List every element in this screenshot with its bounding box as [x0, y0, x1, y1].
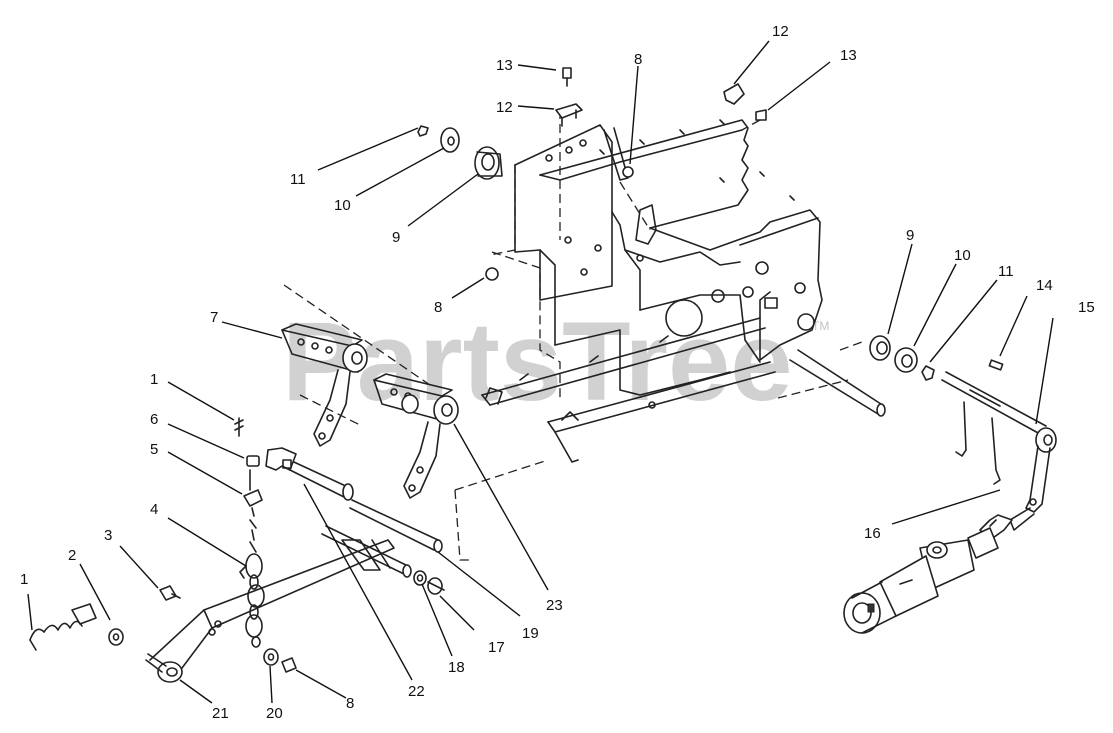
bolt-3 — [159, 585, 177, 601]
callout-13: 13 — [840, 47, 857, 64]
screw-13-top — [562, 67, 572, 79]
e-ring-11 — [417, 125, 429, 137]
nut-8-mid — [485, 267, 499, 281]
left-small-parts — [29, 417, 297, 673]
clevis-5 — [243, 489, 263, 507]
callout-20: 20 — [266, 705, 283, 722]
washer-left — [108, 628, 124, 646]
pivot-tube-22 — [265, 447, 354, 501]
pin-14 — [988, 359, 1004, 371]
top-left-hardware — [417, 67, 767, 281]
clip-12-right — [723, 83, 745, 105]
callout-9: 9 — [392, 229, 400, 246]
bushing-9-right — [869, 335, 891, 361]
lift-lever-21 — [145, 539, 395, 683]
washer-10-right — [894, 347, 918, 373]
callout-17: 17 — [488, 639, 505, 656]
callout-21: 21 — [212, 705, 229, 722]
bellcrank-23 — [373, 373, 459, 499]
callout-8: 8 — [434, 299, 442, 316]
callout-2: 2 — [68, 547, 76, 564]
cotter-pin-1-top — [234, 417, 244, 437]
spacer-17-18 — [413, 570, 445, 595]
callout-15: 15 — [1078, 299, 1095, 316]
callout-19: 19 — [522, 625, 539, 642]
bellcrank-7 — [281, 323, 368, 447]
frame-center-plate — [514, 124, 761, 409]
bushing-9 — [474, 146, 500, 180]
callouts: 13 12 8 12 13 11 10 9 8 9 10 11 14 15 7 … — [20, 23, 1095, 722]
actuator-cylinder — [843, 514, 1013, 634]
callout-18: 18 — [448, 659, 465, 676]
cross-shaft — [789, 349, 886, 417]
callout-6: 6 — [150, 411, 158, 428]
nut-8-bottom — [281, 657, 297, 673]
e-ring-11-right — [921, 365, 935, 381]
callout-22: 22 — [408, 683, 425, 700]
rod-19 — [349, 499, 443, 553]
watermark-tm: TM — [812, 319, 829, 333]
nut-8-top — [622, 166, 634, 178]
callout-9: 9 — [906, 227, 914, 244]
callout-10: 10 — [334, 197, 351, 214]
screw-13-right — [755, 109, 767, 121]
washer-20 — [263, 648, 279, 666]
callout-12: 12 — [496, 99, 513, 116]
lift-arm-15 — [941, 371, 1057, 531]
callout-11: 11 — [998, 263, 1014, 280]
callout-5: 5 — [150, 441, 158, 458]
callout-1: 1 — [150, 371, 158, 388]
hidden-lines — [283, 110, 863, 561]
frame-lower-rails — [481, 317, 776, 463]
pin-2 — [71, 603, 97, 625]
leader-lines — [27, 40, 1054, 704]
callout-11: 11 — [290, 171, 306, 188]
callout-4: 4 — [150, 501, 158, 518]
frame-rear-bracket — [539, 119, 823, 361]
callout-1: 1 — [20, 571, 28, 588]
callout-12: 12 — [772, 23, 789, 40]
callout-14: 14 — [1036, 277, 1053, 294]
callout-3: 3 — [104, 527, 112, 544]
hairpin-1 — [29, 620, 83, 641]
callout-23: 23 — [546, 597, 563, 614]
callout-16: 16 — [864, 525, 881, 542]
clip-12-top — [555, 103, 583, 119]
callout-7: 7 — [210, 309, 218, 326]
chain-4 — [239, 507, 265, 648]
callout-10: 10 — [954, 247, 971, 264]
callout-8: 8 — [634, 51, 642, 68]
washer-10 — [440, 127, 460, 153]
callout-13: 13 — [496, 57, 513, 74]
nut-6 — [246, 455, 260, 467]
callout-8: 8 — [346, 695, 354, 712]
right-hardware — [843, 335, 1057, 634]
